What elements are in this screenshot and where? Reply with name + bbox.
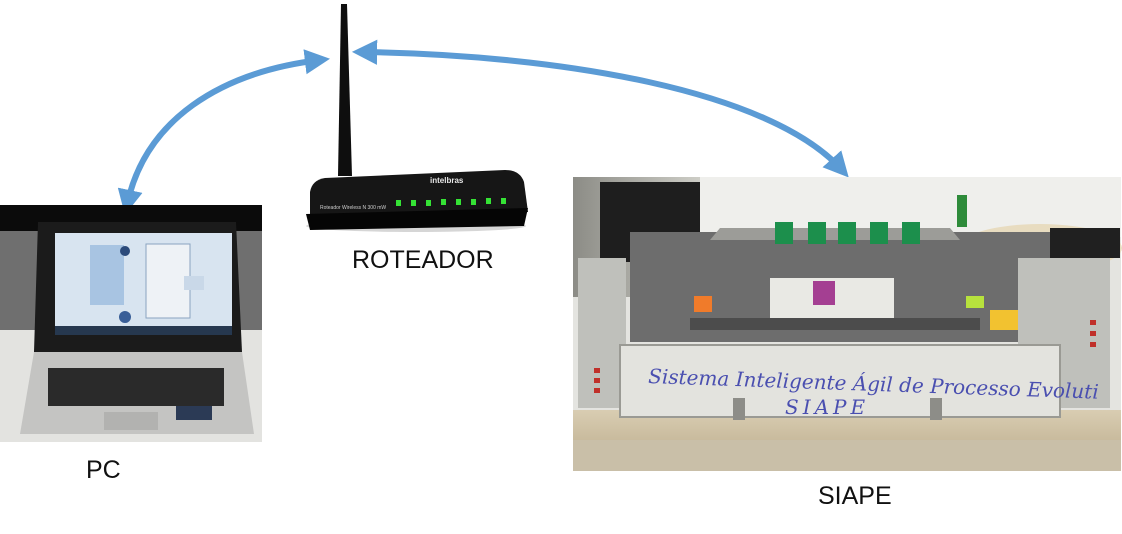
router-antenna [338, 4, 352, 176]
pc-router-arrow [117, 49, 331, 215]
router-leds [396, 198, 506, 206]
router: intelbras Roteador Wireless N 300 mW [306, 4, 528, 232]
pc-label: PC [86, 456, 121, 484]
siape-panel-lights [594, 320, 1096, 393]
siape-photo: Sistema Inteligente Ágil de Processo Evo… [573, 177, 1122, 471]
router-brand: intelbras [430, 176, 464, 185]
siape-valves [775, 222, 920, 244]
router-siape-arrow [351, 39, 849, 178]
siape-label: SIAPE [818, 482, 892, 510]
router-model: Roteador Wireless N 300 mW [320, 205, 386, 211]
laptop [20, 222, 254, 434]
pc-photo [0, 205, 262, 442]
siape-front-panel [619, 344, 1061, 418]
siape-sign-line2: SIAPE [785, 395, 869, 419]
router-label: ROTEADOR [352, 246, 494, 274]
